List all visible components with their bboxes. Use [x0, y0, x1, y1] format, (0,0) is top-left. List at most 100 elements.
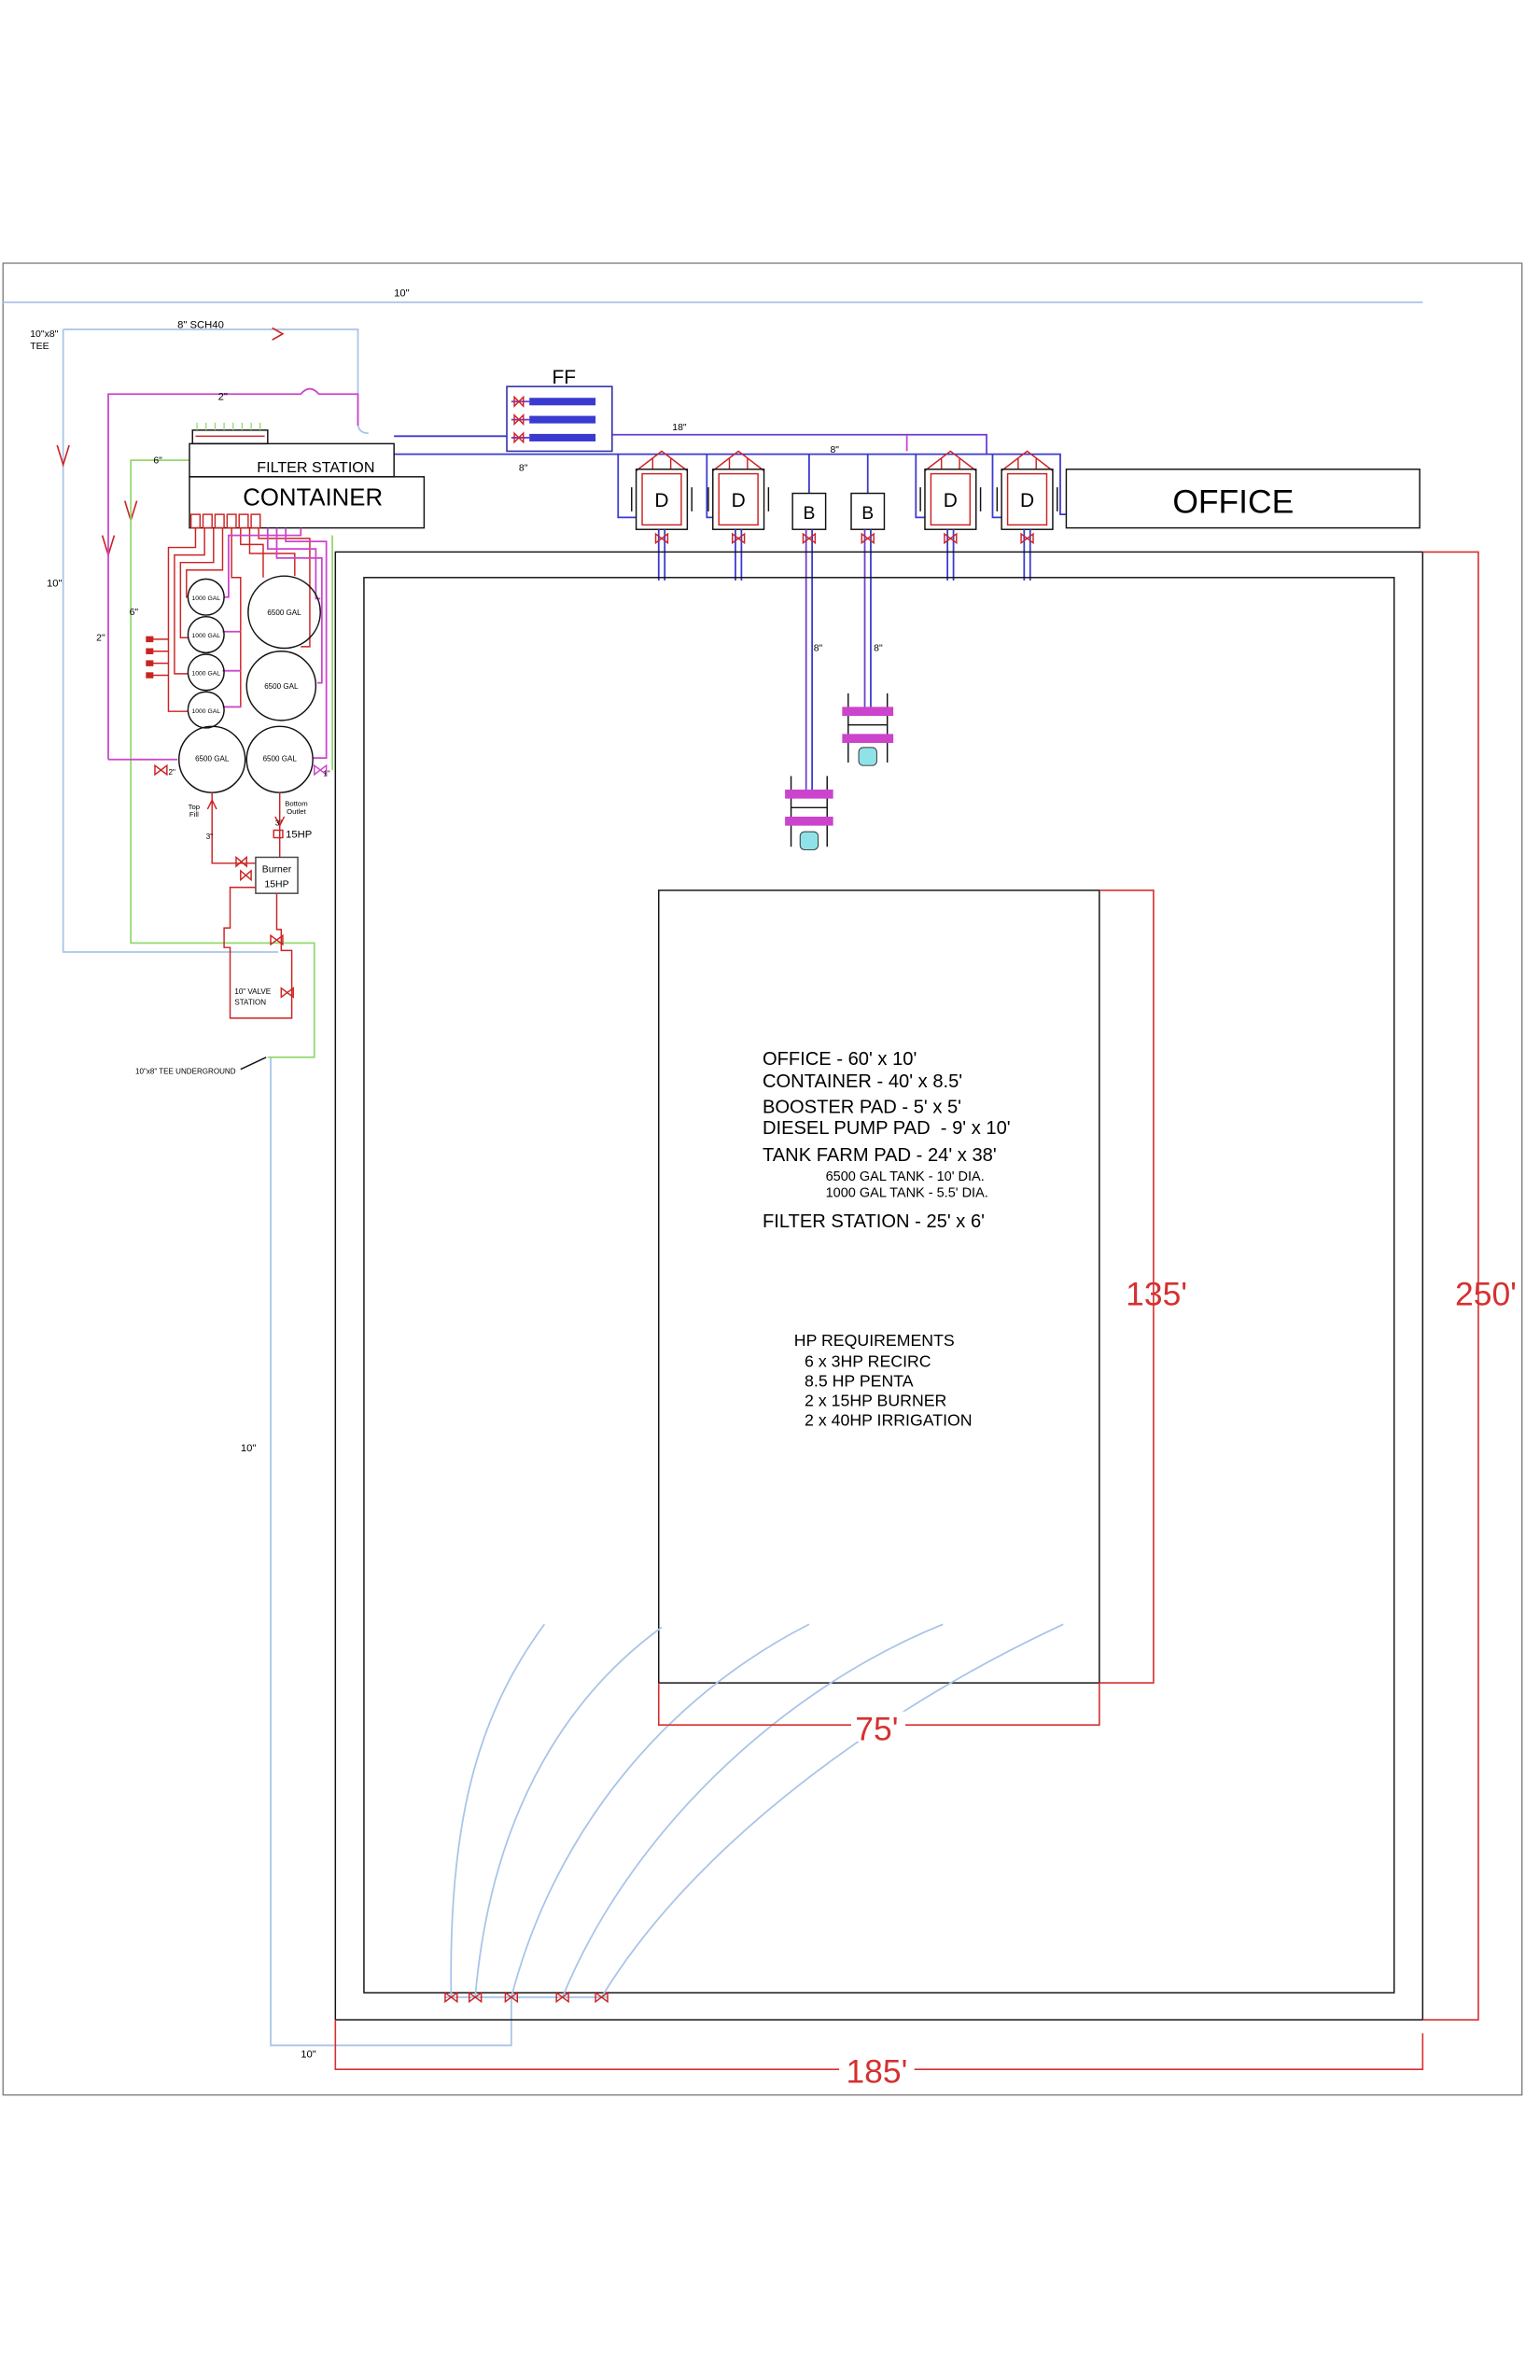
valve-icon [944, 532, 958, 545]
note-1000-tank: 1000 GAL TANK - 5.5' DIA. [826, 1186, 988, 1201]
hp-item: 2 x 15HP BURNER [805, 1392, 946, 1410]
irrigation-arc [600, 1623, 1064, 1998]
valve-icon [513, 395, 525, 408]
valve-icon [469, 1991, 483, 2004]
valve-icon [654, 532, 669, 545]
note-filter-station: FILTER STATION - 25' x 6' [763, 1211, 985, 1232]
green-line-label: 6" [153, 455, 162, 466]
pad-feed-line [617, 454, 637, 519]
pad-label: D [732, 490, 746, 511]
dimension-site-width: 185' [334, 2020, 1424, 2091]
header-18in [611, 433, 987, 455]
pump-motor [858, 747, 877, 766]
valve-icon [444, 1991, 458, 2004]
valve-icon [250, 513, 261, 529]
tank-magenta-label: 2" [96, 633, 105, 643]
tank-label: 6500 GAL [264, 682, 299, 691]
valve-icon [555, 1991, 569, 2004]
site-pad-outer [334, 551, 1424, 2021]
outlet-motor-label: 15HP [286, 830, 312, 841]
tee-size-label: 10"x8" [30, 329, 58, 340]
site-pad-inner [363, 577, 1395, 1994]
underground-mid-label: 10" [241, 1443, 257, 1454]
office-label: OFFICE [1172, 483, 1294, 520]
hp-item: 2 x 40HP IRRIGATION [805, 1411, 973, 1430]
valve-icon [154, 763, 168, 777]
tank-label: 6500 GAL [263, 754, 298, 763]
underground-bottom-label: 10" [301, 2049, 316, 2060]
pump-motor [799, 831, 819, 850]
pad-label: D [1020, 490, 1034, 511]
magenta-line-label: 2" [218, 392, 228, 403]
valve-icon [731, 532, 746, 545]
tee-underground-leader [240, 1057, 267, 1071]
ff-filter-2 [511, 413, 596, 427]
flow-arrow-icon [272, 327, 285, 341]
irrigation-pump-2 [842, 693, 894, 766]
note-container: CONTAINER - 40' x 8.5' [763, 1071, 962, 1092]
left-supply-line [62, 329, 279, 953]
hp-heading: HP REQUIREMENTS [794, 1331, 955, 1350]
line-18-label: 18" [672, 423, 687, 433]
irrigation-lines [444, 1623, 1064, 2004]
ff-filter-3 [511, 431, 596, 444]
ff-filter-1 [511, 395, 596, 408]
hp-item: 8.5 HP PENTA [805, 1372, 914, 1391]
tank-left-valve-label: 2" [168, 768, 175, 777]
burner-label: 15HP [264, 880, 288, 890]
pad-feed-line [706, 454, 713, 519]
underground-line [270, 1057, 512, 2047]
hp-requirements: HP REQUIREMENTS 6 x 3HP RECIRC 8.5 HP PE… [794, 1331, 973, 1429]
main-line-top-label: 10" [394, 287, 410, 299]
top-fill-label: Fill [189, 810, 199, 819]
irrigation-arc [561, 1623, 944, 1998]
filter-station-label: FILTER STATION [257, 459, 374, 476]
tee-underground-label: 10"x8" TEE UNDERGROUND [135, 1068, 236, 1076]
tank-6500-gal-3: 6500 GAL [178, 725, 246, 793]
line-8-filter-label: 8" [519, 463, 528, 473]
irrigation-arc [450, 1623, 546, 1997]
filter-manifold-body [191, 429, 269, 445]
dimension-label: 135' [1126, 1276, 1187, 1313]
irrigation-arc [474, 1626, 663, 1997]
pad-label: B [803, 504, 815, 524]
tank-label: 1000 GAL [192, 671, 221, 678]
valve-icon [504, 1991, 519, 2004]
container-building [189, 476, 426, 529]
irrigation-arc [510, 1623, 810, 1998]
tank-1000-gal-3: 1000 GAL [187, 653, 225, 692]
pad-label: B [861, 504, 874, 524]
final-filter-unit: FF [506, 367, 613, 453]
magenta-loop-line [107, 387, 359, 760]
line-8-pads-label: 8" [830, 445, 839, 455]
dimension-inner-width: 75' [657, 1683, 1100, 1747]
valve-icon [202, 513, 213, 529]
valve-icon [1020, 532, 1034, 545]
valve-icon [280, 987, 294, 999]
booster-line-1-label: 8" [814, 644, 823, 654]
valve-station-label: STATION [234, 998, 266, 1006]
dimension-label: 75' [855, 1710, 898, 1747]
pad-label: D [944, 490, 958, 511]
irrigation-pump-1 [785, 776, 833, 850]
outlet-line-label: 3" [275, 819, 282, 828]
sch40-line-label: 8" SCH40 [177, 319, 224, 330]
burner-label: Burner [262, 865, 292, 875]
valve-icon [270, 933, 284, 946]
valve-station: 10" VALVE STATION [223, 886, 294, 1019]
container-label: CONTAINER [243, 484, 383, 511]
header-8in [394, 453, 1067, 515]
booster-line-2-label: 8" [874, 644, 883, 654]
dimension-label: 250' [1455, 1276, 1517, 1313]
tank-label: 1000 GAL [192, 633, 221, 639]
valve-icon [595, 1991, 609, 2004]
note-booster-pad: BOOSTER PAD - 5' x 5' [763, 1097, 961, 1117]
outlet-motor [273, 829, 284, 839]
inner-pad [658, 889, 1100, 1684]
flow-arrow-icon [56, 444, 70, 468]
tank-label: 6500 GAL [195, 754, 230, 763]
top-fill-label: Top [189, 803, 200, 811]
tank-1000-gal-1: 1000 GAL [187, 578, 225, 616]
pad-label: D [654, 490, 668, 511]
